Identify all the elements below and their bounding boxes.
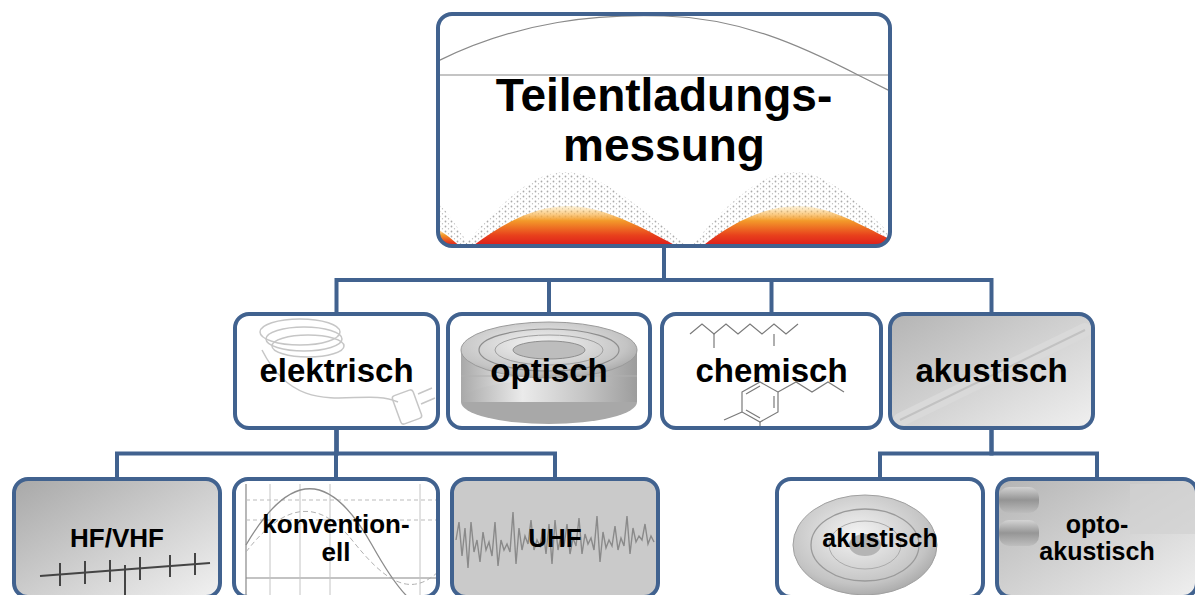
tree-connector bbox=[992, 430, 1098, 477]
probe-picture-part bbox=[1130, 484, 1195, 534]
uhf-waveform-part bbox=[452, 479, 658, 595]
scatter-cloud bbox=[438, 200, 470, 246]
voltage-diagram-part bbox=[246, 500, 438, 501]
scatter-cloud bbox=[462, 172, 690, 246]
speaker-picture-part bbox=[793, 495, 937, 595]
category-box: elektrisch bbox=[233, 312, 440, 430]
sensor-picture-part bbox=[900, 330, 1085, 420]
chemical-structure-part bbox=[724, 412, 742, 420]
box-label: akustisch bbox=[822, 525, 937, 552]
sensor-picture bbox=[890, 314, 1093, 428]
chemical-structure-part bbox=[773, 334, 774, 346]
voltage-diagram bbox=[246, 484, 438, 595]
voltage-diagram-part bbox=[246, 489, 438, 595]
probe-picture-part bbox=[999, 487, 1039, 513]
heat-band bbox=[470, 206, 680, 246]
antenna-picture-part-part bbox=[40, 563, 210, 576]
method-box: akustisch bbox=[775, 477, 985, 595]
method-box: opto- akustisch bbox=[995, 477, 1195, 595]
method-box: HF/VHF bbox=[12, 477, 222, 595]
antenna-picture-part-part bbox=[194, 553, 196, 575]
plug-sketch-part bbox=[421, 398, 435, 404]
tree-connector bbox=[337, 430, 556, 477]
tree-connector bbox=[549, 248, 664, 312]
uhf-waveform-part bbox=[456, 512, 654, 568]
box-label: Teilentladungs- messung bbox=[474, 71, 854, 170]
pd-pattern-image bbox=[438, 16, 890, 246]
box-label: HF/VHF bbox=[70, 524, 164, 552]
box-label: UHF bbox=[528, 524, 581, 552]
plug-sketch-part bbox=[266, 327, 342, 351]
tree-connector bbox=[117, 430, 337, 477]
probe-picture-part bbox=[997, 479, 1195, 595]
antenna-picture-part-part bbox=[59, 563, 61, 586]
box-label: optisch bbox=[490, 353, 607, 389]
chemical-structure-part bbox=[759, 422, 760, 426]
plug-sketch bbox=[260, 319, 435, 425]
antenna-picture-part-part bbox=[84, 561, 86, 584]
voltage-diagram-part bbox=[270, 484, 271, 595]
tree-connector bbox=[880, 430, 992, 477]
box-label: opto- akustisch bbox=[1022, 511, 1172, 565]
method-box: konvention- ell bbox=[232, 477, 440, 595]
plug-sketch-part bbox=[392, 389, 423, 425]
voltage-diagram-part bbox=[300, 484, 301, 595]
box-label: elektrisch bbox=[259, 353, 413, 389]
tree-connector bbox=[337, 248, 665, 312]
root-box: Teilentladungs- messung bbox=[436, 12, 892, 248]
heat-band bbox=[438, 228, 462, 246]
box-label: konvention- ell bbox=[254, 510, 419, 566]
category-box: optisch bbox=[446, 312, 652, 430]
voltage-diagram-part bbox=[420, 484, 421, 595]
antenna-picture-part-part bbox=[109, 560, 111, 582]
box-label: chemisch bbox=[695, 353, 847, 389]
sensor-picture-part bbox=[900, 330, 1085, 420]
method-box: UHF bbox=[450, 477, 660, 595]
speaker-picture bbox=[793, 495, 937, 595]
box-label: akustisch bbox=[915, 353, 1067, 389]
antenna-picture-part-part bbox=[169, 555, 171, 577]
lens-picture bbox=[461, 322, 637, 424]
probe-picture-part bbox=[999, 520, 1039, 546]
antenna-picture bbox=[14, 479, 220, 595]
uhf-waveform bbox=[452, 479, 658, 595]
category-box: chemisch bbox=[660, 312, 883, 430]
chemical-structure-part bbox=[713, 334, 714, 348]
antenna-picture-part bbox=[14, 479, 220, 595]
plug-sketch-part bbox=[418, 388, 432, 394]
tree-connector bbox=[664, 248, 992, 312]
sensor-picture-part bbox=[890, 314, 1093, 428]
scatter-cloud bbox=[690, 172, 890, 246]
heat-band bbox=[700, 206, 890, 246]
probe-picture bbox=[997, 479, 1195, 595]
chemical-structure-part bbox=[690, 324, 798, 334]
antenna-picture-part-part bbox=[139, 557, 141, 580]
category-box: akustisch bbox=[888, 312, 1095, 430]
chemical-structure-part bbox=[746, 386, 774, 418]
voltage-diagram-part bbox=[246, 577, 438, 578]
antenna-picture-part bbox=[40, 553, 210, 595]
